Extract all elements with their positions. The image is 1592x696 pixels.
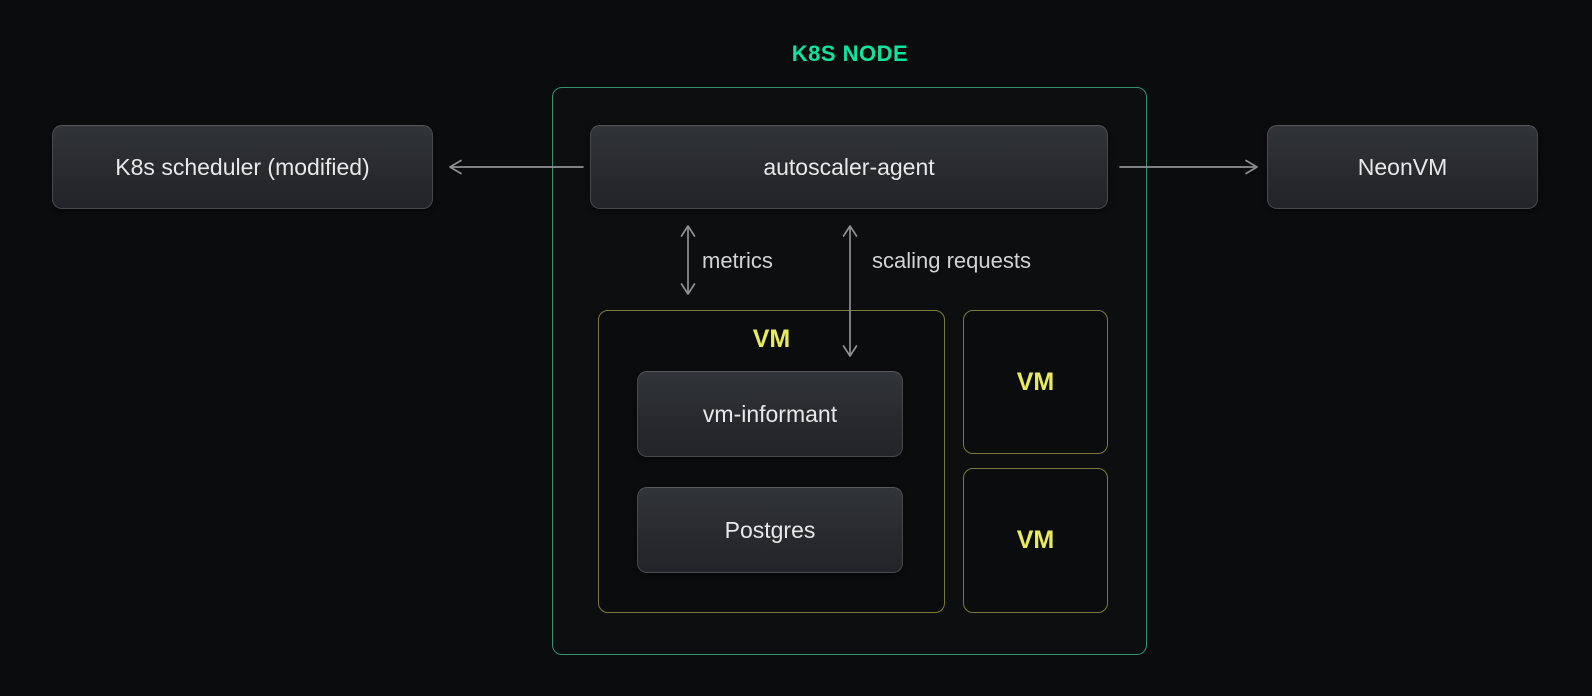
edge-label-scaling-requests: scaling requests bbox=[872, 248, 1031, 273]
vm-group-small-bottom: VM bbox=[963, 468, 1108, 613]
node-k8s-scheduler-label: K8s scheduler (modified) bbox=[115, 153, 370, 180]
k8s-node-title: K8S NODE bbox=[791, 41, 909, 66]
node-autoscaler-agent: autoscaler-agent bbox=[590, 125, 1108, 209]
node-neonvm: NeonVM bbox=[1267, 125, 1538, 209]
vm-group-small-top-label: VM bbox=[1016, 367, 1055, 396]
edge-label-metrics: metrics bbox=[702, 248, 773, 273]
node-postgres-label: Postgres bbox=[724, 516, 816, 543]
vm-group-main-label: VM bbox=[752, 325, 791, 353]
node-autoscaler-agent-label: autoscaler-agent bbox=[763, 153, 935, 180]
vm-group-small-top: VM bbox=[963, 310, 1108, 454]
node-k8s-scheduler: K8s scheduler (modified) bbox=[52, 125, 433, 209]
k8s-node-container bbox=[552, 87, 1147, 655]
node-vm-informant: vm-informant bbox=[637, 371, 903, 457]
node-postgres: Postgres bbox=[637, 487, 903, 573]
node-neonvm-label: NeonVM bbox=[1357, 153, 1448, 180]
node-vm-informant-label: vm-informant bbox=[702, 400, 838, 427]
vm-group-small-bottom-label: VM bbox=[1016, 526, 1055, 554]
